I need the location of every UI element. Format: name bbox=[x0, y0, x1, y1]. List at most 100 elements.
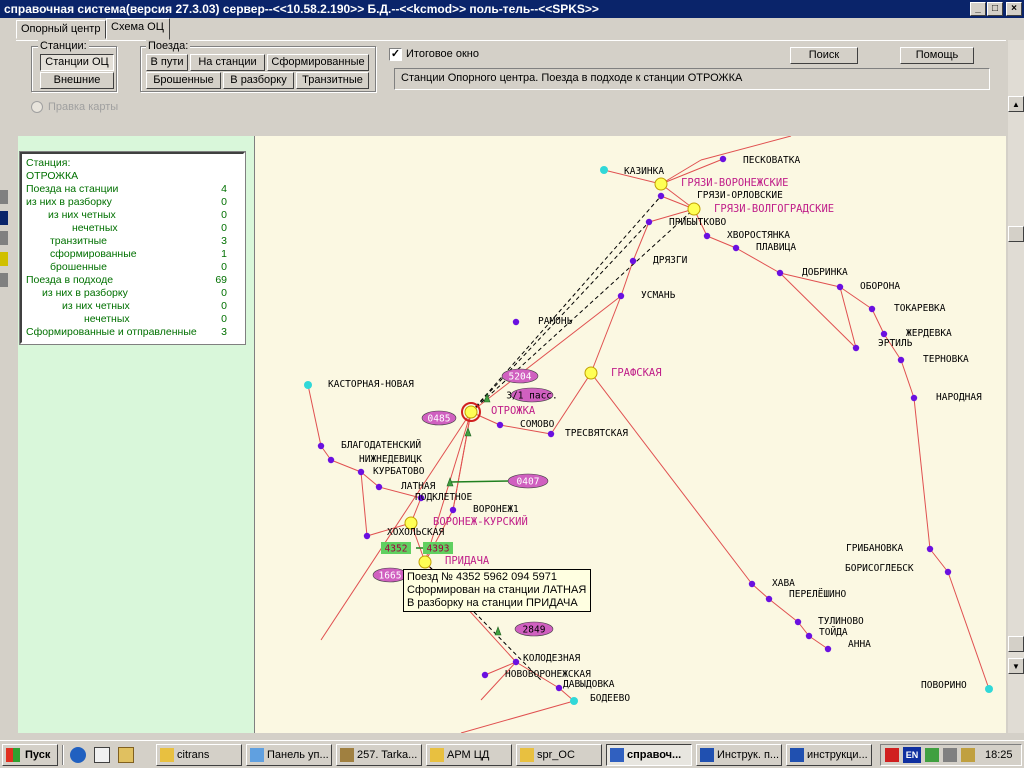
train-badge[interactable] bbox=[381, 542, 411, 554]
station-marker[interactable] bbox=[645, 218, 653, 226]
desktop-icon[interactable] bbox=[94, 747, 110, 763]
taskbar-item-active[interactable]: справоч... bbox=[606, 744, 692, 766]
station-marker[interactable] bbox=[481, 671, 489, 679]
at-station-button[interactable]: На станции bbox=[190, 54, 265, 71]
station-marker[interactable] bbox=[897, 356, 905, 364]
tray-icon[interactable] bbox=[885, 748, 899, 762]
terminal-station-marker[interactable] bbox=[600, 166, 608, 174]
hub-station-marker[interactable] bbox=[464, 405, 478, 419]
tab-reference-center[interactable]: Опорный центр bbox=[16, 20, 106, 39]
language-indicator[interactable]: EN bbox=[903, 747, 921, 763]
maximize-button[interactable]: □ bbox=[987, 2, 1003, 16]
help-button[interactable]: Помощь bbox=[900, 47, 974, 64]
station-marker[interactable] bbox=[926, 545, 934, 553]
summary-window-checkbox[interactable]: ✓ bbox=[389, 48, 402, 61]
map-edit-radio[interactable] bbox=[31, 101, 43, 113]
station-marker[interactable] bbox=[944, 568, 952, 576]
terminal-station-marker[interactable] bbox=[304, 381, 312, 389]
hub-station-marker[interactable] bbox=[687, 202, 701, 216]
station-marker[interactable] bbox=[629, 257, 637, 265]
station-label: ДАВЫДОВКА bbox=[563, 679, 615, 690]
taskbar-item[interactable]: 257. Tarka... bbox=[336, 744, 422, 766]
station-marker[interactable] bbox=[417, 494, 425, 502]
start-button[interactable]: Пуск bbox=[2, 744, 58, 766]
network-icon[interactable] bbox=[925, 748, 939, 762]
station-marker[interactable] bbox=[327, 456, 335, 464]
station-marker[interactable] bbox=[375, 483, 383, 491]
transit-button[interactable]: Транзитные bbox=[296, 72, 369, 89]
station-marker[interactable] bbox=[794, 618, 802, 626]
station-marker[interactable] bbox=[719, 155, 727, 163]
station-marker[interactable] bbox=[317, 442, 325, 450]
station-marker[interactable] bbox=[617, 292, 625, 300]
station-marker[interactable] bbox=[732, 244, 740, 252]
volume-icon[interactable] bbox=[943, 748, 957, 762]
station-marker[interactable] bbox=[880, 330, 888, 338]
station-marker[interactable] bbox=[357, 468, 365, 476]
station-marker[interactable] bbox=[836, 283, 844, 291]
train-badge[interactable] bbox=[421, 410, 457, 426]
station-marker[interactable] bbox=[765, 595, 773, 603]
formed-button[interactable]: Сформированные bbox=[267, 54, 369, 71]
station-marker[interactable] bbox=[868, 305, 876, 313]
external-stations-button[interactable]: Внешние bbox=[40, 72, 114, 89]
train-badge[interactable] bbox=[514, 621, 554, 637]
map-canvas[interactable]: КАЗИНКАПЕСКОВАТКАГРЯЗИ-ВОРОНЕЖСКИЕГРЯЗИ-… bbox=[255, 136, 1006, 733]
station-marker[interactable] bbox=[910, 394, 918, 402]
train-badge[interactable] bbox=[510, 387, 554, 403]
search-button[interactable]: Поиск bbox=[790, 47, 858, 64]
hub-station-marker[interactable] bbox=[654, 177, 668, 191]
station-marker[interactable] bbox=[512, 658, 520, 666]
station-marker[interactable] bbox=[657, 192, 665, 200]
window-title-bar: справочная система(версия 27.3.03) серве… bbox=[0, 0, 1024, 18]
terminal-station-marker[interactable] bbox=[570, 697, 578, 705]
station-marker[interactable] bbox=[363, 532, 371, 540]
train-marker-icon[interactable] bbox=[483, 393, 491, 403]
hub-station-marker[interactable] bbox=[404, 516, 418, 530]
station-marker[interactable] bbox=[496, 421, 504, 429]
close-button[interactable]: × bbox=[1006, 2, 1022, 16]
scroll-up-button[interactable]: ▲ bbox=[1008, 96, 1024, 112]
station-marker[interactable] bbox=[805, 632, 813, 640]
scroll-thumb-lower[interactable] bbox=[1008, 636, 1024, 652]
taskbar-item[interactable]: Панель уп... bbox=[246, 744, 332, 766]
station-marker[interactable] bbox=[776, 269, 784, 277]
minimize-button[interactable]: _ bbox=[970, 2, 986, 16]
station-marker[interactable] bbox=[748, 580, 756, 588]
terminal-station-marker[interactable] bbox=[985, 685, 993, 693]
station-marker[interactable] bbox=[512, 318, 520, 326]
station-marker[interactable] bbox=[824, 645, 832, 653]
track-line bbox=[751, 583, 770, 600]
train-marker-icon[interactable] bbox=[464, 427, 472, 437]
abandoned-button[interactable]: Брошенные bbox=[146, 72, 221, 89]
station-marker[interactable] bbox=[449, 506, 457, 514]
scroll-down-button[interactable]: ▼ bbox=[1008, 658, 1024, 674]
taskbar-item[interactable]: citrans bbox=[156, 744, 242, 766]
taskbar-item[interactable]: АРМ ЦД bbox=[426, 744, 512, 766]
window-title: справочная система(версия 27.3.03) серве… bbox=[4, 2, 599, 16]
train-marker-icon[interactable] bbox=[494, 626, 502, 636]
quick-launch-icon[interactable] bbox=[118, 747, 134, 763]
oc-stations-button[interactable]: Станции ОЦ bbox=[40, 54, 114, 71]
to-breakup-button[interactable]: В разборку bbox=[223, 72, 294, 89]
train-marker-icon[interactable] bbox=[446, 477, 454, 487]
taskbar-item[interactable]: Инструк. п... bbox=[696, 744, 782, 766]
train-badge[interactable] bbox=[423, 542, 453, 554]
scroll-thumb[interactable] bbox=[1008, 226, 1024, 242]
train-badge[interactable] bbox=[501, 368, 539, 384]
station-marker[interactable] bbox=[852, 344, 860, 352]
tab-center-scheme[interactable]: Схема ОЦ bbox=[106, 18, 170, 40]
internet-explorer-icon[interactable] bbox=[70, 747, 86, 763]
train-badge[interactable] bbox=[507, 473, 549, 489]
station-marker[interactable] bbox=[555, 684, 563, 692]
taskbar-item[interactable]: инструкци... bbox=[786, 744, 872, 766]
tray-icon[interactable] bbox=[961, 748, 975, 762]
in-transit-button[interactable]: В пути bbox=[146, 54, 188, 71]
vertical-scrollbar[interactable]: ▲ ▼ bbox=[1008, 40, 1024, 733]
station-marker[interactable] bbox=[703, 232, 711, 240]
hub-station-marker[interactable] bbox=[584, 366, 598, 380]
hub-station-marker[interactable] bbox=[418, 555, 432, 569]
station-marker[interactable] bbox=[547, 430, 555, 438]
taskbar-item[interactable]: spr_OC bbox=[516, 744, 602, 766]
